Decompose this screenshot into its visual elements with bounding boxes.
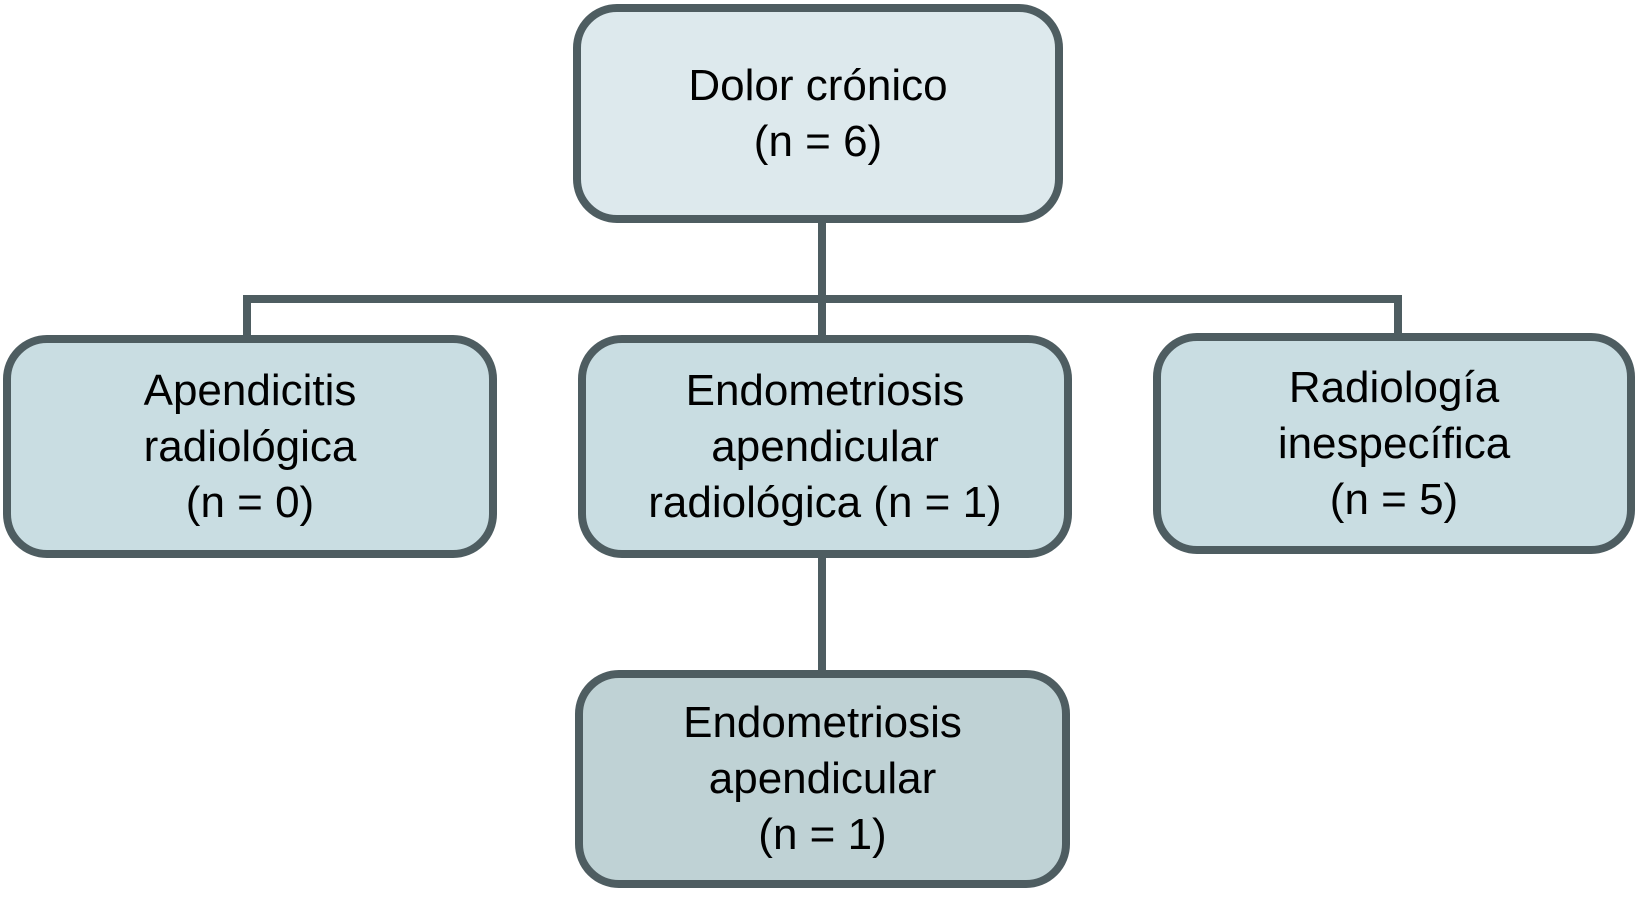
node-dolor-cronico: Dolor crónico (n = 6) bbox=[573, 4, 1063, 223]
node-endometriosis-apendicular: Endometriosis apendicular (n = 1) bbox=[575, 670, 1070, 888]
node-count-line: radiológica (n = 1) bbox=[648, 477, 1002, 527]
connector-drop-left bbox=[243, 295, 251, 339]
node-label-line: Dolor crónico bbox=[688, 60, 948, 110]
connector-mid-to-leaf bbox=[818, 558, 826, 674]
node-label-line: Endometriosis bbox=[685, 365, 965, 415]
node-label-line: Radiología bbox=[1288, 362, 1500, 412]
node-count-line: (n = 6) bbox=[753, 116, 883, 166]
node-label-line: inespecífica bbox=[1277, 418, 1511, 468]
connector-root-stem bbox=[818, 223, 826, 339]
node-count-line: (n = 5) bbox=[1329, 474, 1459, 524]
node-count-line: (n = 1) bbox=[758, 810, 887, 859]
node-apendicitis-radiologica: Apendicitis radiológica (n = 0) bbox=[3, 335, 497, 558]
node-label-line: Apendicitis bbox=[143, 365, 357, 415]
node-radiologia-inespecifica: Radiología inespecífica (n = 5) bbox=[1153, 333, 1635, 554]
node-label-line: apendicular bbox=[708, 754, 937, 803]
node-label-line: radiológica bbox=[143, 421, 357, 471]
connector-drop-right bbox=[1394, 295, 1402, 337]
node-label-line: apendicular bbox=[711, 421, 939, 471]
node-label-line: Endometriosis bbox=[683, 698, 962, 747]
node-endometriosis-apendicular-radiologica: Endometriosis apendicular radiológica (n… bbox=[578, 335, 1072, 558]
connector-horizontal-bar bbox=[243, 295, 1402, 303]
node-count-line: (n = 0) bbox=[185, 477, 315, 527]
